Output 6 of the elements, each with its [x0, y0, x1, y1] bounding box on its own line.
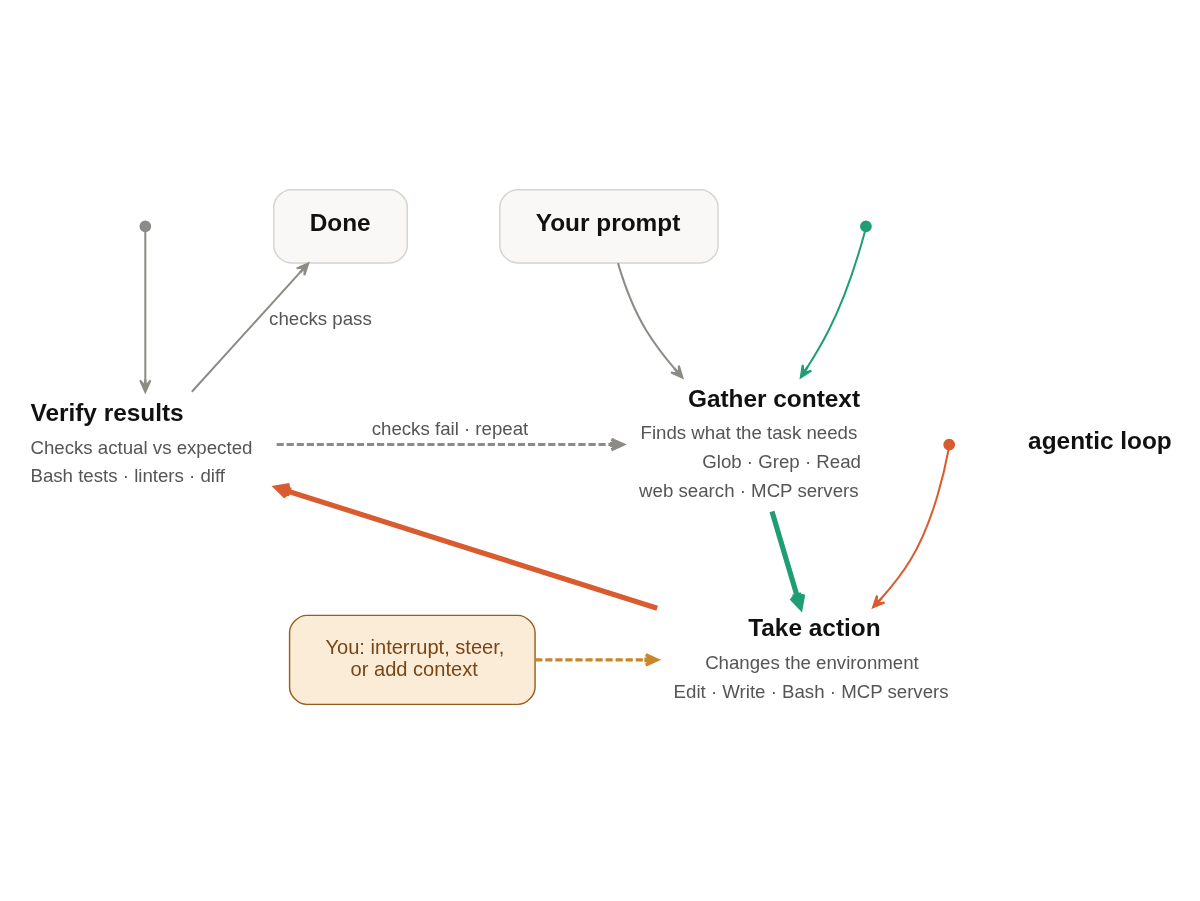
node-text: Take action Changes the environment Edit · Write · Bash · MCP servers: [673, 613, 949, 702]
node-text: Verify results Checks actual vs expected Bash tests · linters · diff: [30, 398, 253, 486]
label: agentic loop: [1028, 426, 1172, 454]
edge-label: checks fail · repeat: [371, 417, 529, 439]
edge-label: checks pass: [269, 307, 372, 329]
node-text: Gather context Finds what the task needs Glob · Grep · Read web search · MCP servers: [639, 384, 861, 501]
